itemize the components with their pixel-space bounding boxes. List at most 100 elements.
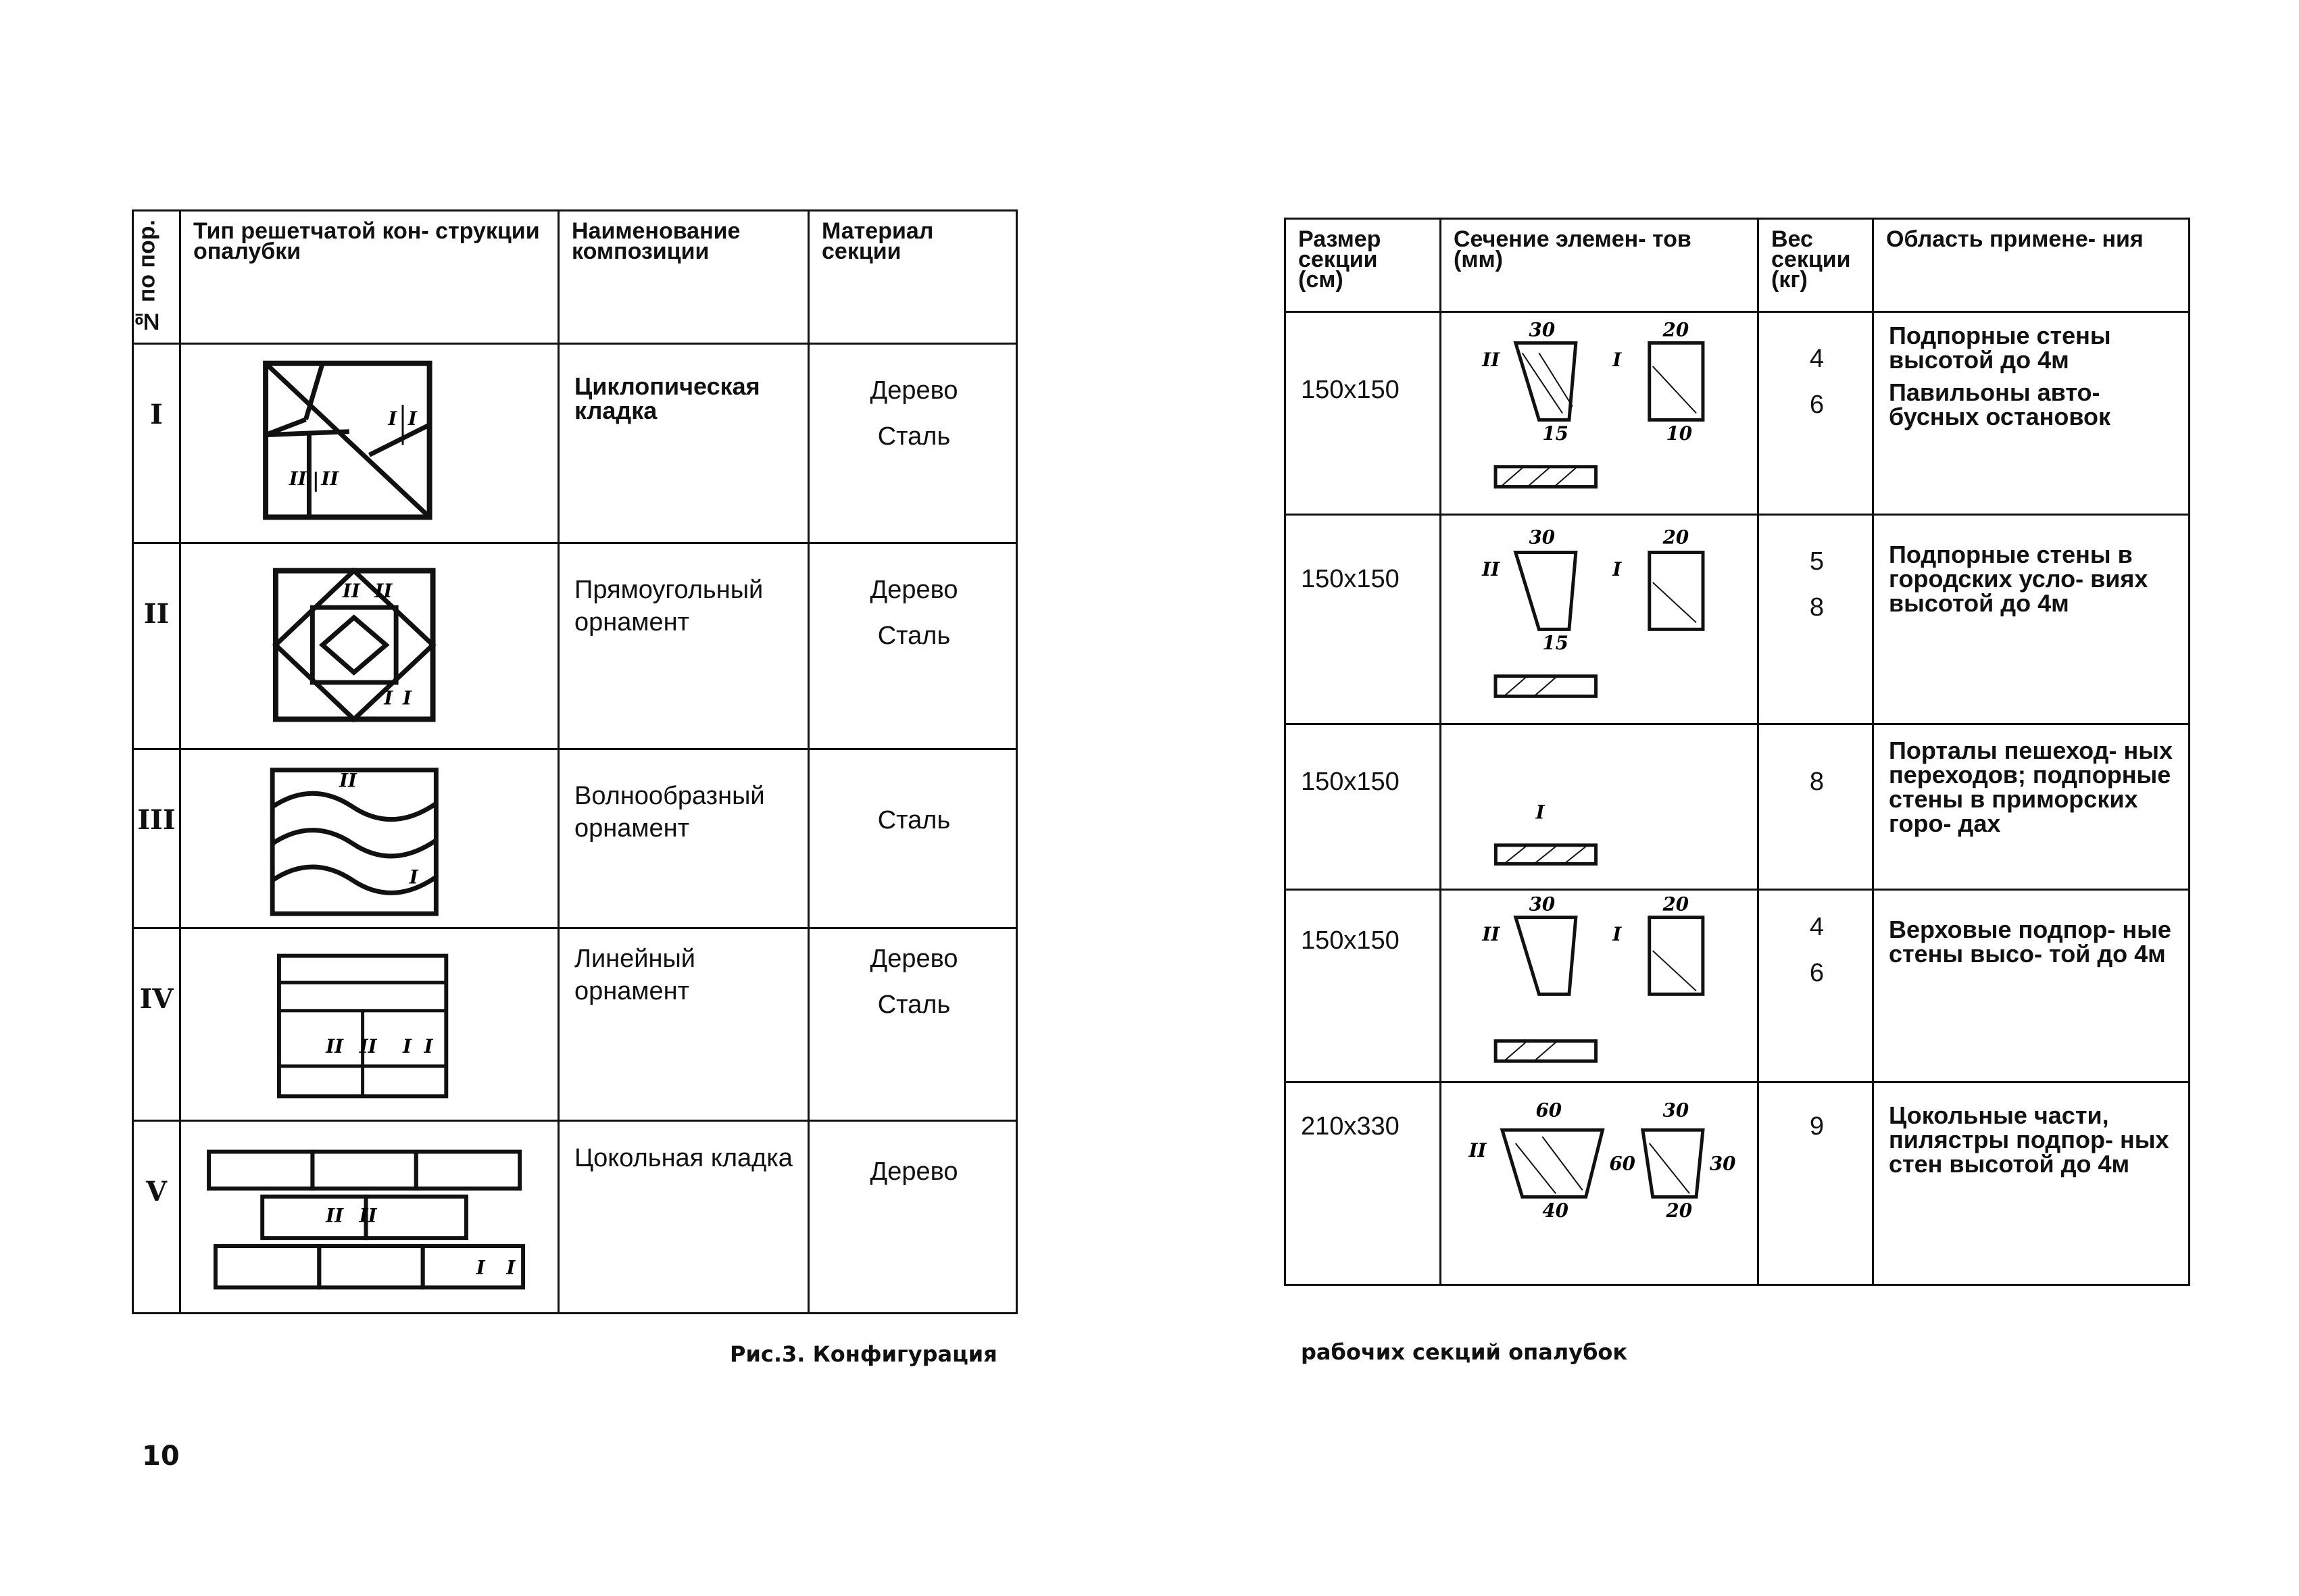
table-row: II II II I I Прямоугольный орнамент Дере… [132, 541, 1018, 750]
area-cell: Подпорные стены высотой до 4м Павильоны … [1872, 311, 2190, 516]
composition-name: Циклопическая кладка [558, 342, 810, 544]
section-size: 150x150 [1284, 311, 1441, 516]
section-profile-drawing: 60 30 40 20 60 30 II [1468, 1099, 1736, 1222]
element-section-drawing: 60 30 40 20 60 30 II [1439, 1081, 1759, 1286]
weight-value: 6 [1809, 959, 1825, 987]
table-row: 150x150 30 20 II I 4 6 [1284, 889, 2190, 1083]
weight-value: 8 [1809, 593, 1825, 622]
plinth-drawing: II II I I [207, 1149, 526, 1290]
weight-cell: 9 [1757, 1081, 1874, 1286]
section-mark: I [1535, 801, 1546, 823]
dimension-label: 40 [1542, 1199, 1568, 1222]
section-mark: II [1468, 1139, 1487, 1162]
section-size: 150x150 [1284, 723, 1441, 891]
dimension-label: 30 [1663, 1099, 1689, 1122]
dimension-label: 10 [1666, 422, 1693, 445]
table-row: IV II II I I Линейный орнамент Дерево Ст… [132, 926, 1018, 1122]
pattern-rectangular: II II I I [179, 541, 560, 750]
pattern-plinth: II II I I [179, 1119, 560, 1314]
weight-cell: 4 6 [1757, 889, 1874, 1083]
area-cell: Порталы пешеход- ных переходов; подпорны… [1872, 723, 2190, 891]
weight-value: 4 [1809, 913, 1825, 941]
composition-name: Цокольная кладка [558, 1119, 810, 1314]
row-number: II [132, 541, 181, 750]
area-cell: Подпорные стены в городских усло- виях в… [1872, 514, 2190, 725]
area-item: Павильоны авто- бусных остановок [1889, 378, 2111, 430]
row-number: I [132, 342, 181, 544]
table-row: I I I II II Циклопическ [132, 342, 1018, 544]
composition-name: Линейный орнамент [558, 926, 810, 1122]
cyclopean-drawing: I I II II [263, 360, 432, 520]
material-item: Дерево [870, 376, 958, 405]
section-mark: I [1612, 923, 1622, 945]
wave-drawing: II I [270, 767, 439, 916]
pattern-wave: II I [179, 747, 560, 929]
table-row: 150x150 I 8 Порталы пешеход- ных переход… [1284, 723, 2190, 891]
row-number: III [132, 747, 181, 929]
left-table: № по пор. Тип решетчатой кон- струкции о… [132, 209, 1018, 1314]
area-cell: Верховые подпор- ные стены высо- той до … [1872, 889, 2190, 1083]
pattern-linear: II II I I [179, 926, 560, 1122]
section-profile-drawing: 30 20 II I [1481, 893, 1705, 1063]
section-mark: I [402, 1035, 412, 1057]
element-section-drawing: 30 20 15 II I [1439, 514, 1759, 725]
weight-value: 5 [1809, 547, 1825, 576]
material-cell: Дерево Сталь [808, 342, 1018, 544]
section-mark: II [1481, 923, 1500, 945]
area-cell: Цокольные части, пилястры подпор- ных ст… [1872, 1081, 2190, 1286]
header-area: Область примене- ния [1872, 218, 2190, 313]
area-item: Подпорные стены в городских усло- виях в… [1889, 541, 2148, 617]
section-profile-drawing: 30 20 15 II I [1481, 526, 1705, 698]
dimension-label: 60 [1535, 1099, 1562, 1122]
dimension-label: 60 [1609, 1153, 1635, 1175]
header-num: № по пор. [132, 210, 180, 344]
section-mark: I [424, 1035, 434, 1057]
dimension-label: 15 [1542, 422, 1568, 445]
header-name: Наименование композиции [558, 209, 810, 345]
row-number: IV [132, 926, 181, 1122]
material-item: Дерево [870, 575, 958, 604]
section-mark: II [359, 1204, 378, 1226]
area-item: Подпорные стены высотой до 4м [1889, 322, 2111, 374]
section-size: 150x150 [1284, 514, 1441, 725]
section-size: 150x150 [1284, 889, 1441, 1083]
section-mark: I [476, 1256, 486, 1278]
section-mark: I [1612, 558, 1622, 580]
row-number: V [132, 1119, 181, 1314]
material-cell: Дерево [808, 1119, 1018, 1314]
material-cell: Сталь [808, 747, 1018, 929]
section-profile-drawing: 30 20 15 10 II I [1481, 319, 1705, 489]
table-row: 210x330 60 30 40 20 60 30 II [1284, 1081, 2190, 1286]
section-mark: II [359, 1035, 378, 1057]
rectangular-drawing: II II I I [272, 567, 437, 722]
section-mark: II [325, 1204, 344, 1226]
section-mark: II [1481, 349, 1500, 371]
material-item: Сталь [877, 805, 951, 834]
material-item: Дерево [870, 1157, 958, 1186]
dimension-label: 15 [1542, 632, 1568, 654]
table-row: V II II I I Цокольная кладка [132, 1119, 1018, 1314]
header-weight: Вес секции (кг) [1757, 218, 1874, 313]
composition-name: Прямоугольный орнамент [558, 541, 810, 750]
weight-cell: 5 8 [1757, 514, 1874, 725]
material-item: Сталь [877, 422, 951, 451]
dimension-label: 30 [1710, 1153, 1736, 1175]
composition-name: Волнообразный орнамент [558, 747, 810, 929]
section-mark: II [320, 468, 339, 490]
section-mark: I [383, 687, 393, 709]
section-profile-drawing: I [1493, 801, 1598, 866]
dimension-label: 20 [1662, 319, 1689, 341]
figure-caption-right: рабочих секций опалубок [1301, 1339, 1628, 1365]
section-mark: I [387, 407, 397, 429]
material-cell: Дерево Сталь [808, 926, 1018, 1122]
right-table: Размер секции (см) Сечение элемен- тов (… [1284, 218, 2190, 1286]
header-type: Тип решетчатой кон- струкции опалубки [179, 209, 560, 345]
weight-value: 9 [1809, 1112, 1825, 1141]
section-mark: I [407, 407, 418, 429]
dimension-label: 30 [1529, 319, 1556, 341]
section-mark: I [505, 1256, 516, 1278]
material-item: Дерево [870, 944, 958, 973]
element-section-drawing: 30 20 15 10 II I [1439, 311, 1759, 516]
area-item: Цокольные части, пилястры подпор- ных ст… [1889, 1101, 2169, 1178]
section-mark: II [1481, 558, 1500, 580]
